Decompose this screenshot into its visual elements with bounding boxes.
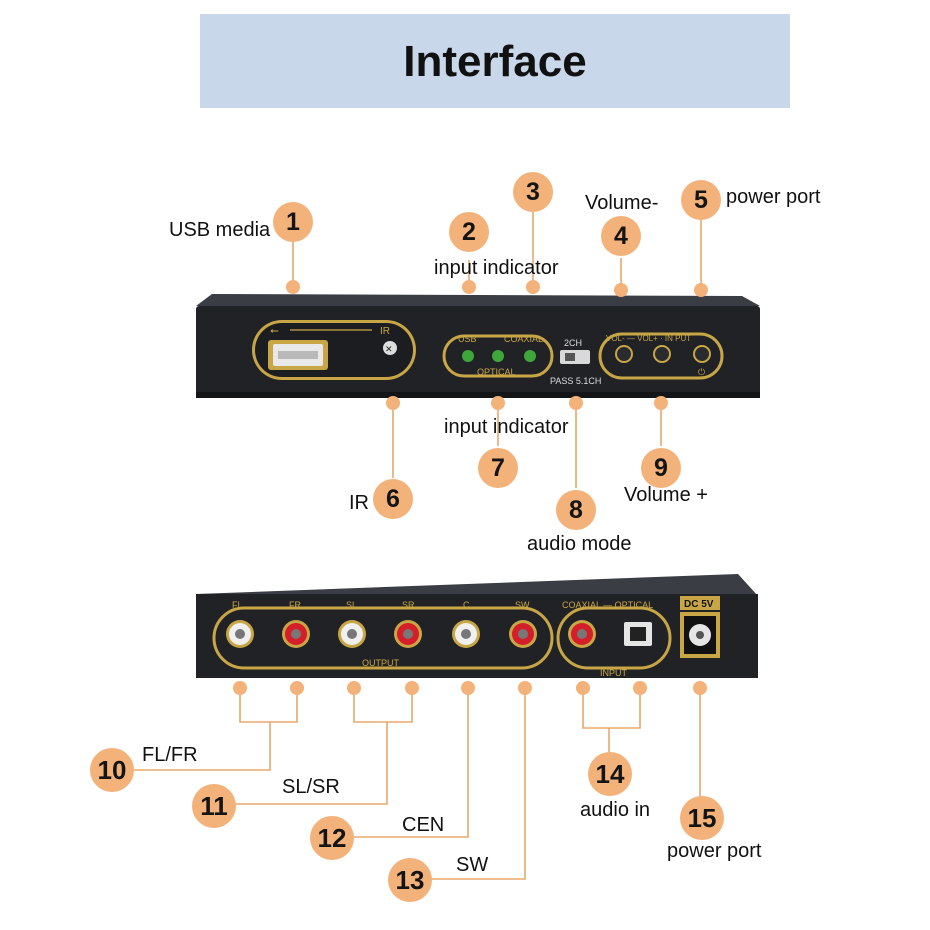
callout-1: 1 [273,202,313,242]
title-banner: Interface [200,14,790,108]
page-title: Interface [403,37,587,86]
rca-sr [394,620,422,648]
callout-8: 8 [556,490,596,530]
label-input: INPUT [600,668,628,678]
label-sl-sr: SL/SR [282,776,340,798]
svg-text:✕: ✕ [385,344,393,354]
label-audio-in: audio in [580,799,651,821]
label-power-port-bottom: power port [667,840,762,862]
label-volume-minus: Volume- [585,192,659,214]
label-dc: DC 5V [684,599,714,610]
label-c: C [463,600,470,610]
callout-12: 12 [310,816,354,860]
indicator-usb-label: USB [458,334,477,344]
callout-4: 4 [601,216,641,256]
svg-text:⏻: ⏻ [698,367,705,377]
callout-7: 7 [478,448,518,488]
label-sw: SW [515,600,530,610]
label-power-port-top: power port [726,186,821,208]
label-input-indicator-bottom: input indicator [444,416,569,438]
svg-text:⭠: ⭠ [270,325,279,337]
label-coax-optical: COAXIAL — OPTICAL [562,600,653,610]
label-sl: SL [346,600,357,610]
callout-15: 15 [680,796,724,840]
label-ir: IR [349,492,369,514]
label-input-indicator-top: input indicator [434,257,559,279]
label-fr: FR [289,600,301,610]
label-sr: SR [402,600,415,610]
label-cen: CEN [402,814,445,836]
switch-pass-label: PASS 5.1CH [550,376,601,386]
label-sw: SW [456,854,489,876]
label-usb-media: USB media [169,219,271,241]
rca-fr [282,620,310,648]
rear-panel-unit: FL FR SL SR C SW OUTPUT COAXIAL — OPTICA… [196,574,758,678]
label-output: OUTPUT [362,658,400,668]
rca-fl [226,620,254,648]
callout-14: 14 [588,752,632,796]
ir-small-label: IR [380,326,390,337]
rca-sl [338,620,366,648]
callout-13: 13 [388,858,432,902]
callout-3: 3 [513,172,553,212]
callout-6: 6 [373,479,413,519]
indicator-optical-label: OPTICAL [477,367,516,377]
callout-2: 2 [449,212,489,252]
callout-5: 5 [681,180,721,220]
switch-2ch-label: 2CH [564,338,582,348]
front-panel-unit: ✕ ⭠ IR USB COAXIAL OPTICAL 2CH PASS 5.1C… [196,294,760,398]
callout-9: 9 [641,448,681,488]
label-fl-fr: FL/FR [142,744,198,766]
buttons-label: VOL- — VOL+ · IN PUT [606,334,691,343]
label-audio-mode: audio mode [527,533,632,555]
rca-c [452,620,480,648]
leader-dots [233,280,708,695]
label-fl: FL [232,600,243,610]
callout-10: 10 [90,748,134,792]
leader-lines [134,212,702,880]
callout-11: 11 [192,784,236,828]
label-volume-plus: Volume + [624,484,708,506]
indicator-coaxial-label: COAXIAL [504,334,543,344]
rca-sw [509,620,537,648]
